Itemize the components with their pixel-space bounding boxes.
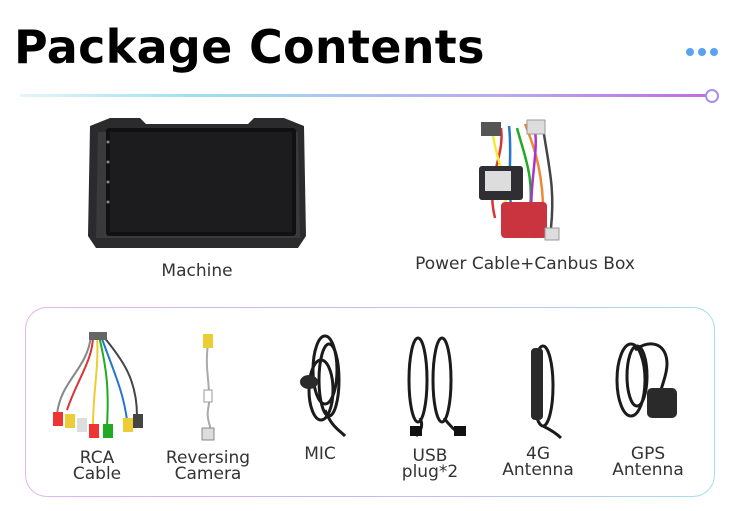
accessory-4g-antenna: 4G Antenna	[488, 330, 588, 480]
reversing-camera-image	[201, 334, 215, 441]
accessory-label-line2: plug*2	[401, 462, 459, 482]
item-label: Power Cable+Canbus Box	[415, 254, 635, 274]
divider-end-icon	[705, 89, 719, 103]
gps-antenna-image	[615, 342, 677, 418]
accessory-label-line1: 4G	[526, 444, 550, 464]
accessories-panel	[25, 307, 715, 497]
accessory-reversing-camera: Reversing Camera	[158, 330, 258, 484]
accessory-label-line1: RCA	[79, 448, 115, 468]
more-dots-icon[interactable]	[686, 48, 718, 56]
item-power-cable-canbus-box: Power Cable+Canbus Box	[405, 118, 645, 274]
accessory-label-line1: MIC	[304, 444, 336, 464]
page-title: Package Contents	[14, 20, 485, 74]
accessory-label-line2: Camera	[174, 464, 242, 484]
power-cable-image	[479, 119, 560, 241]
rca-cable-image	[53, 332, 143, 438]
accessory-mic: MIC	[270, 330, 370, 464]
title-divider	[20, 94, 710, 97]
accessory-label-line1: Reversing	[165, 448, 251, 468]
accessory-label-line2: Cable	[72, 464, 122, 484]
accessory-rca-cable: RCA Cable	[42, 330, 152, 484]
item-machine: Machine	[80, 112, 314, 281]
item-label: Machine	[161, 261, 233, 281]
4g-antenna-image	[531, 344, 563, 440]
accessory-usb-plug: USB plug*2	[380, 330, 480, 482]
accessory-gps-antenna: GPS Antenna	[598, 330, 698, 480]
head-unit-image	[88, 118, 306, 248]
accessory-label-line2: Antenna	[612, 460, 684, 480]
accessory-label-line2: Antenna	[502, 460, 574, 480]
accessory-label-line1: GPS	[630, 444, 666, 464]
accessory-label-line1: USB	[412, 446, 448, 466]
mic-image	[300, 334, 347, 438]
usb-plug-image	[407, 336, 466, 438]
